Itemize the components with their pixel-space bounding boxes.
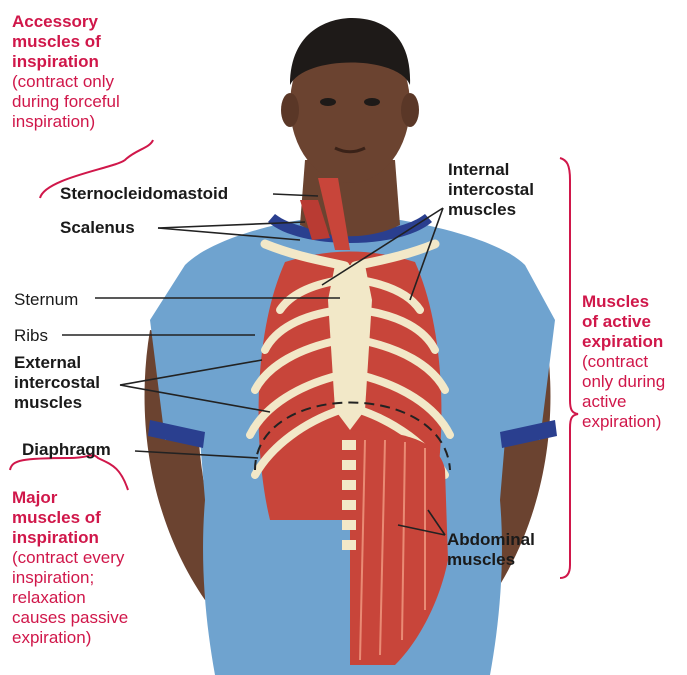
right-ear	[401, 93, 419, 127]
note-active-expiration: Muscles of active expiration (contract o…	[582, 292, 665, 432]
label-diaphragm: Diaphragm	[22, 440, 111, 460]
label-external-intercostal: External intercostal muscles	[14, 353, 100, 413]
label-scalenus: Scalenus	[60, 218, 135, 238]
note-major-inspiration: Major muscles of inspiration (contract e…	[12, 488, 128, 648]
label-sternocleidomastoid: Sternocleidomastoid	[60, 184, 228, 204]
label-ribs: Ribs	[14, 326, 48, 346]
left-ear	[281, 93, 299, 127]
label-abdominal: Abdominal muscles	[447, 530, 535, 570]
note-accessory-inspiration: Accessory muscles of inspiration (contra…	[12, 12, 120, 132]
label-internal-intercostal: Internal intercostal muscles	[448, 160, 534, 220]
label-sternum: Sternum	[14, 290, 78, 310]
